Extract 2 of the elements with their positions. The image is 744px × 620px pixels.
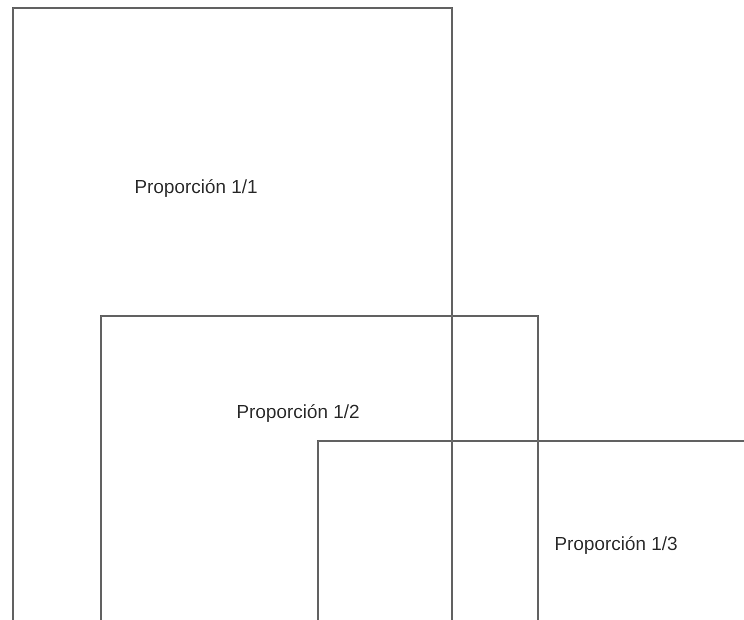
frame-box: Proporción 1/2 bbox=[100, 315, 539, 620]
frame-box: Proporción 1/3 bbox=[317, 440, 744, 620]
